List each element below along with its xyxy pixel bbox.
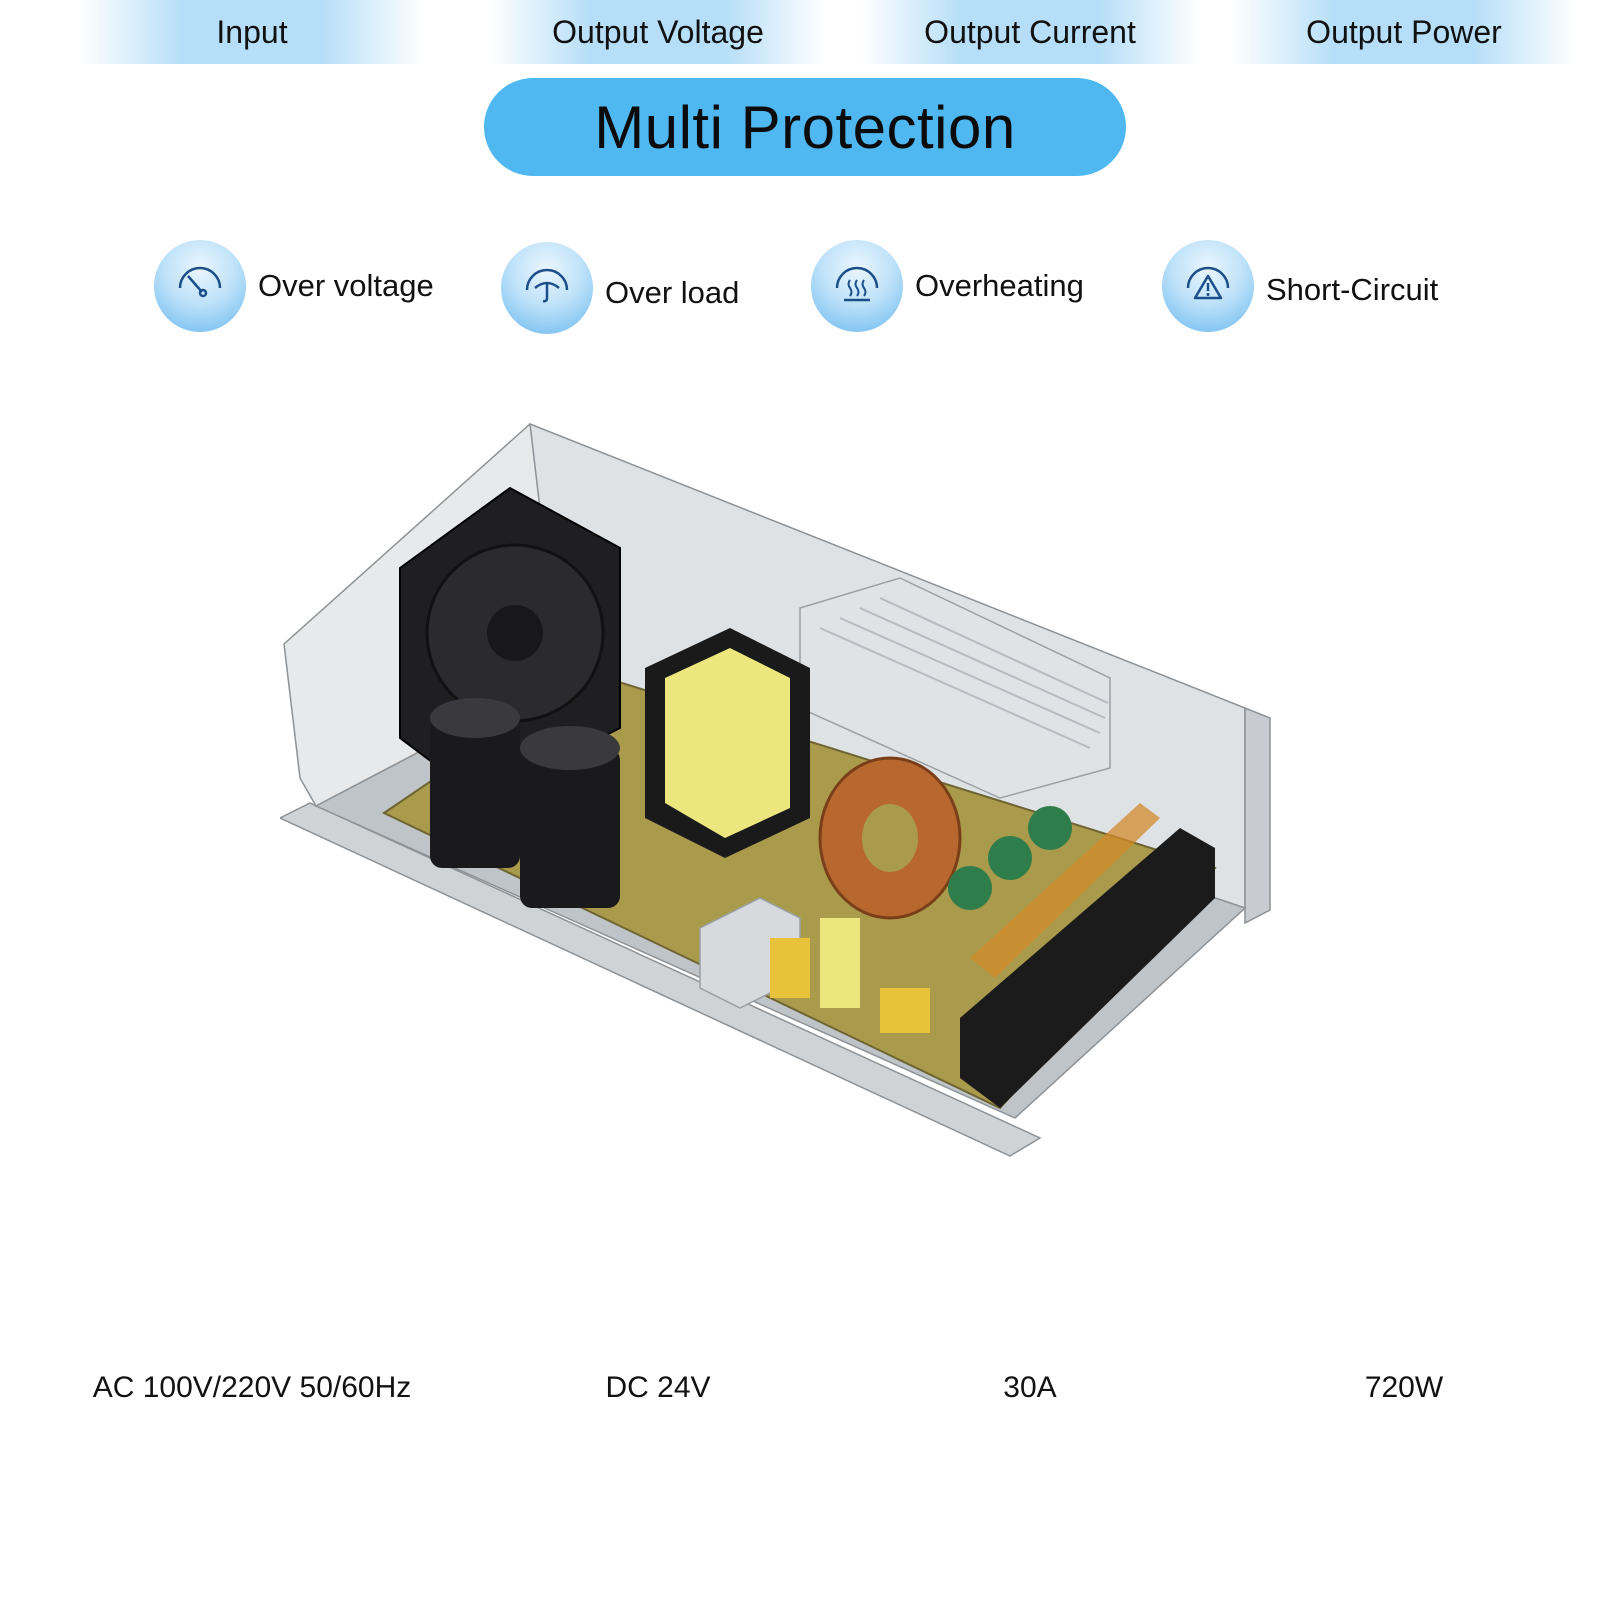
umbrella-icon	[525, 268, 569, 303]
spec-value-output-voltage: DC 24V	[490, 1368, 826, 1408]
bottom-flange	[280, 802, 1042, 1157]
spec-name: Output Voltage	[552, 13, 764, 50]
spec-value: 720W	[1364, 1371, 1444, 1404]
feature-short-circuit: Short-Circuit	[1162, 240, 1438, 332]
title-banner: Multi Protection	[484, 78, 1126, 176]
spec-header-output-power: Output Power	[1232, 0, 1576, 64]
power-supply-image	[280, 422, 1271, 1157]
heat-waves-icon	[835, 266, 879, 302]
spec-name: Input	[216, 13, 288, 50]
spec-value-output-power: 720W	[1232, 1368, 1576, 1408]
feature-label: Overheating	[915, 268, 1084, 303]
yellow-inductors	[770, 918, 930, 1033]
feature-circle	[154, 240, 246, 332]
feature-over-load: Over load	[501, 242, 739, 334]
heatsink	[799, 577, 1111, 799]
spec-header-input: Input	[80, 0, 424, 64]
toroid-inductor	[818, 756, 962, 920]
capacitors	[430, 698, 620, 908]
feature-label: Short-Circuit	[1266, 272, 1439, 307]
spec-value: 30A	[1003, 1371, 1057, 1404]
spec-name: Output Power	[1306, 13, 1502, 50]
small-capacitors	[948, 806, 1072, 910]
feature-over-voltage: Over voltage	[154, 240, 434, 332]
terminal-block	[960, 803, 1215, 1108]
spec-header-output-current: Output Current	[860, 0, 1200, 64]
page-title: Multi Protection	[594, 93, 1016, 161]
transformer	[645, 628, 810, 858]
spec-name: Output Current	[924, 13, 1136, 50]
feature-label: Over voltage	[258, 268, 434, 303]
feature-label: Over load	[605, 275, 740, 310]
feature-overheating: Overheating	[811, 240, 1084, 332]
spec-value-input: AC 100V/220V 50/60Hz	[80, 1368, 424, 1408]
gauge-icon	[178, 266, 222, 298]
spec-value-output-current: 30A	[860, 1368, 1200, 1408]
spec-value: AC 100V/220V 50/60Hz	[92, 1371, 412, 1404]
feature-circle	[501, 242, 593, 334]
spec-value: DC 24V	[605, 1371, 711, 1404]
feature-circle	[811, 240, 903, 332]
right-flange	[1244, 706, 1271, 925]
spec-header-output-voltage: Output Voltage	[490, 0, 826, 64]
warning-triangle-icon	[1186, 266, 1230, 300]
feature-circle	[1162, 240, 1254, 332]
